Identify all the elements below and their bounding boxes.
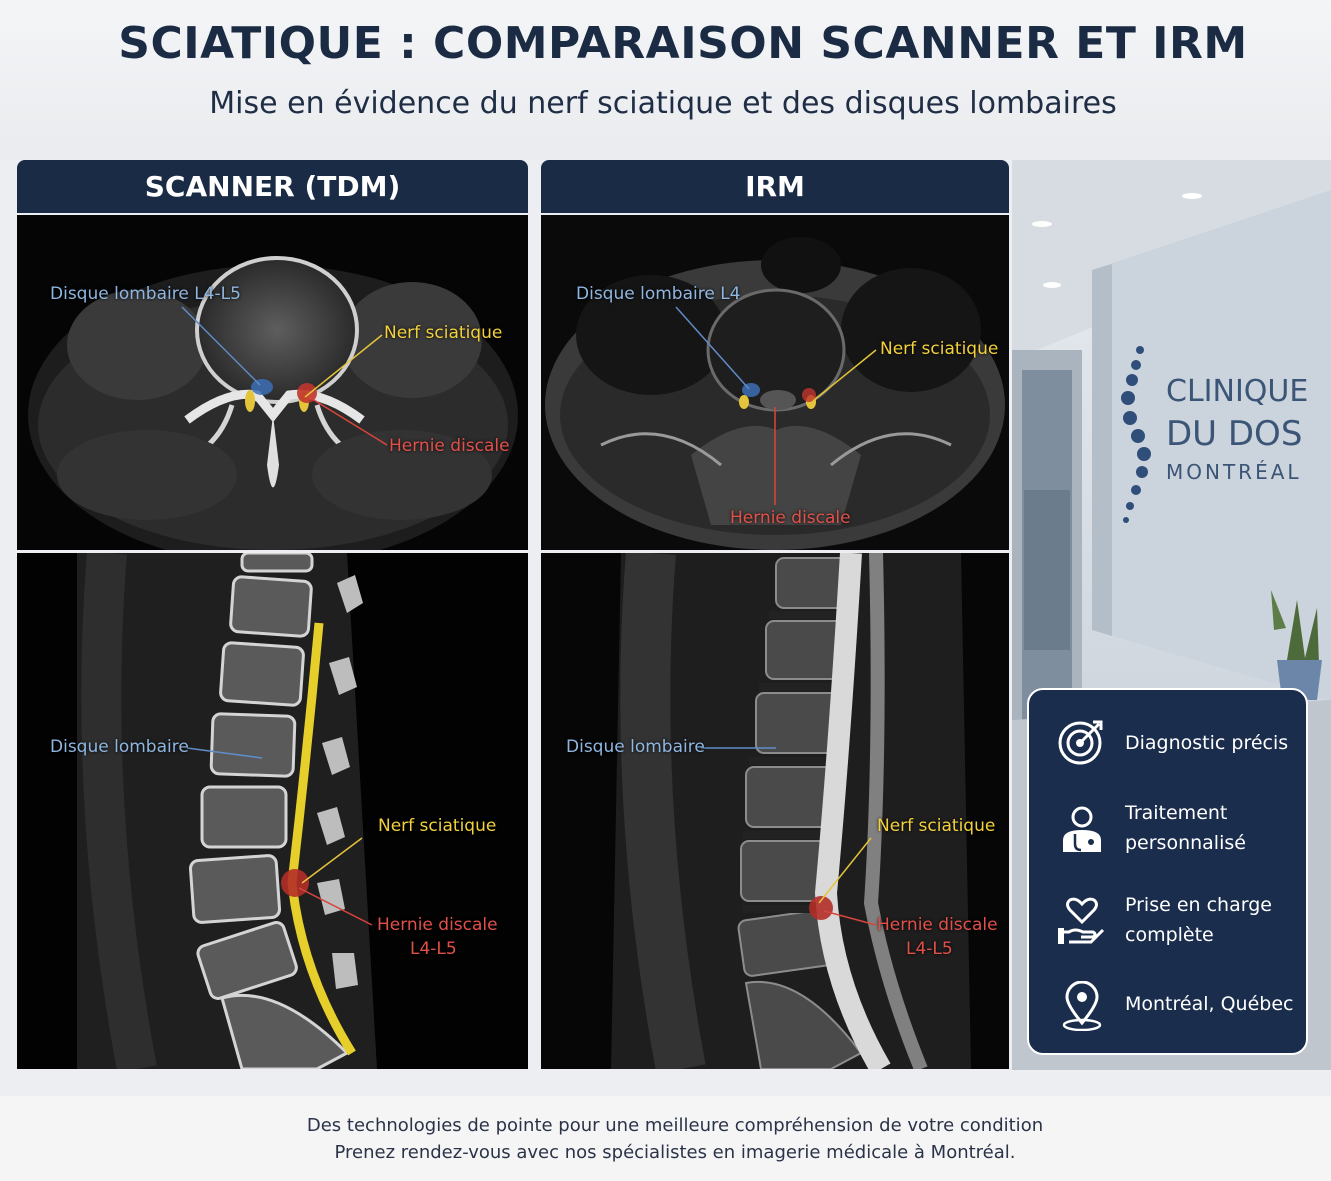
ct-axial-nerve-label: Nerf sciatique [384,323,503,343]
heart-hand-icon [1058,897,1105,944]
clinic-interior-illustration [1012,160,1331,1070]
mri-sagittal-disc-label: Disque lombaire [566,737,705,757]
ct-axial-hernia-label: Hernie discale [389,436,510,456]
feature-item: Diagnostic précis [1029,710,1310,774]
feature-label-2: complète [1125,924,1214,946]
features-card: Diagnostic précis Traitement personnalis… [1027,688,1308,1055]
mri-axial-nerve-label: Nerf sciatique [880,339,999,359]
irm-heading: IRM [541,160,1009,213]
ct-axial-slice [28,256,518,550]
clinic-logo-line2: DU DOS [1166,414,1303,454]
feature-label: Prise en charge [1125,894,1272,916]
location-pin-icon [1062,981,1102,1031]
ct-axial-disc-label: Disque lombaire L4-L5 [50,284,241,304]
clinic-logo-line1: CLINIQUE [1166,374,1309,409]
ct-sagittal-disc-label: Disque lombaire [50,737,189,757]
ct-sagittal-hernia-label: Hernie discale [377,915,498,935]
feature-label: Diagnostic précis [1125,732,1289,754]
ct-sagittal-hernia-level: L4-L5 [410,939,457,959]
mri-sagittal-slice [611,553,971,1069]
header: SCIATIQUE : COMPARAISON SCANNER ET IRM M… [0,0,1331,160]
doctor-icon [1063,806,1101,852]
mri-sagittal-hernia-label: Hernie discale [877,915,998,935]
feature-item: Prise en charge complète [1029,890,1310,954]
mri-sagittal-nerve-label: Nerf sciatique [877,816,996,836]
target-icon [1058,720,1103,765]
clinic-logo-line3: MONTRÉAL [1166,460,1302,484]
mri-sagittal-hernia-level: L4-L5 [906,939,953,959]
irm-sagittal-image: Disque lombaire Nerf sciatique Hernie di… [541,553,1009,1069]
feature-label: Traitement [1125,802,1228,824]
mri-axial-hernia-label: Hernie discale [730,508,851,528]
feature-label-2: personnalisé [1125,832,1246,854]
ct-sagittal-slice [77,553,377,1069]
feature-label: Montréal, Québec [1125,993,1294,1015]
page-subtitle: Mise en évidence du nerf sciatique et de… [209,86,1117,121]
ct-sagittal-nerve-label: Nerf sciatique [378,816,497,836]
irm-axial-image: Disque lombaire L4 Nerf sciatique Hernie… [541,215,1009,550]
page-title: SCIATIQUE : COMPARAISON SCANNER ET IRM [118,18,1248,69]
footer: Des technologies de pointe pour une meil… [0,1096,1331,1181]
feature-item: Montréal, Québec [1029,975,1310,1039]
scanner-sagittal-image: Disque lombaire Nerf sciatique Hernie di… [17,553,528,1069]
scanner-heading: SCANNER (TDM) [17,160,528,213]
footer-line-1: Des technologies de pointe pour une meil… [306,1115,1044,1136]
feature-item: Traitement personnalisé [1029,798,1310,862]
scanner-axial-image: Disque lombaire L4-L5 Nerf sciatique Her… [17,215,528,550]
mri-axial-slice [545,237,1005,550]
footer-line-2: Prenez rendez-vous avec nos spécialistes… [334,1142,1016,1163]
mri-axial-disc-label: Disque lombaire L4 [576,284,741,304]
